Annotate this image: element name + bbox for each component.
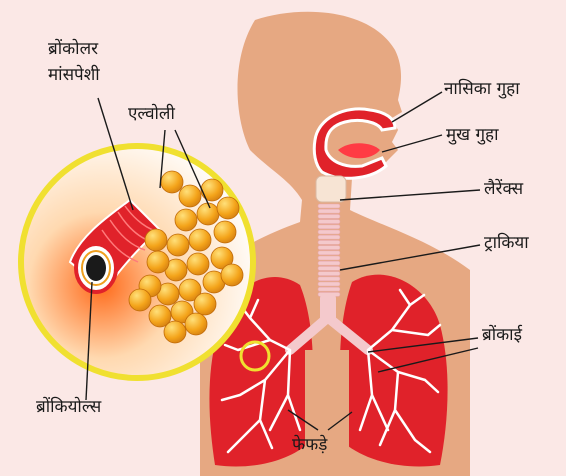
label-larynx: लैरेंक्स — [484, 180, 523, 200]
trachea-ring — [318, 214, 340, 218]
label-bronchioles: ब्रोंकियोल्स — [36, 398, 101, 418]
alveolus — [164, 321, 186, 343]
label-bronchi: ब्रोंकाई — [482, 326, 522, 346]
bronchiole-lumen — [86, 255, 106, 281]
alveolus — [221, 264, 243, 286]
trachea-ring — [318, 240, 340, 244]
alveolus — [147, 251, 169, 273]
trachea-ring — [318, 261, 340, 265]
alveolus — [197, 203, 219, 225]
trachea-ring — [318, 272, 340, 276]
alveolus — [129, 289, 151, 311]
trachea-ring — [318, 220, 340, 224]
label-bronchiolar-muscle-line2: मांसपेशी — [48, 66, 100, 86]
trachea-ring — [318, 287, 340, 291]
trachea-ring — [318, 266, 340, 270]
trachea-ring — [318, 225, 340, 229]
trachea-ring — [318, 256, 340, 260]
alveolus — [167, 234, 189, 256]
alveolus — [145, 229, 167, 251]
alveolus — [187, 253, 209, 275]
label-alveoli: एल्वोली — [128, 105, 175, 125]
trachea-ring — [318, 235, 340, 239]
trachea-ring — [318, 230, 340, 234]
label-oral-cavity: मुख गुहा — [446, 126, 498, 146]
alveolus — [179, 185, 201, 207]
label-lungs: फेफड़े — [292, 436, 327, 456]
alveolus — [194, 293, 216, 315]
alveolus — [214, 221, 236, 243]
alveolus — [217, 197, 239, 219]
alveolus — [185, 313, 207, 335]
label-nasal-cavity: नासिका गुहा — [444, 80, 520, 100]
trachea-ring — [318, 251, 340, 255]
alveolus — [189, 229, 211, 251]
larynx-shape — [316, 176, 346, 202]
trachea-ring — [318, 204, 340, 208]
trachea-ring — [318, 246, 340, 250]
label-bronchiolar-muscle-line1: ब्रोंकोलर — [48, 40, 98, 60]
alveolus — [175, 209, 197, 231]
trachea-ring — [318, 277, 340, 281]
trachea-ring — [318, 282, 340, 286]
trachea-ring — [318, 209, 340, 213]
label-trachea: ट्राकिया — [484, 234, 529, 254]
alveolus — [161, 171, 183, 193]
alveolus — [201, 179, 223, 201]
